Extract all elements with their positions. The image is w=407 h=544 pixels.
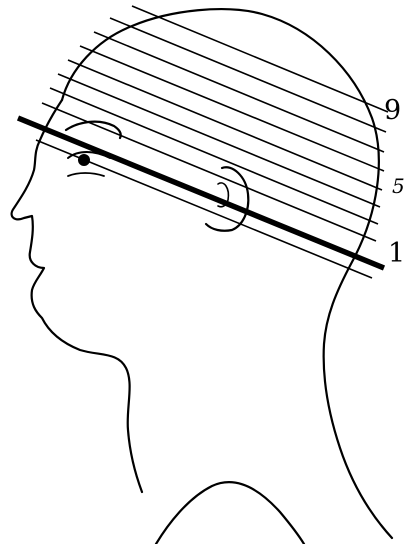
slice-line bbox=[80, 46, 384, 171]
slice-line bbox=[42, 103, 376, 241]
slice-line bbox=[68, 60, 382, 190]
lower-eye-line bbox=[68, 173, 104, 176]
collar-outline bbox=[156, 482, 304, 544]
slice-line bbox=[36, 140, 372, 278]
slice-label-bottom: 1 bbox=[388, 240, 405, 267]
slice-line bbox=[58, 74, 380, 207]
head-outline bbox=[62, 9, 392, 538]
slice-line bbox=[132, 6, 388, 112]
reference-baseline bbox=[18, 118, 384, 268]
slice-lines bbox=[36, 6, 388, 278]
slice-label-middle: 5 bbox=[392, 176, 405, 196]
slice-label-top: 9 bbox=[384, 97, 401, 124]
